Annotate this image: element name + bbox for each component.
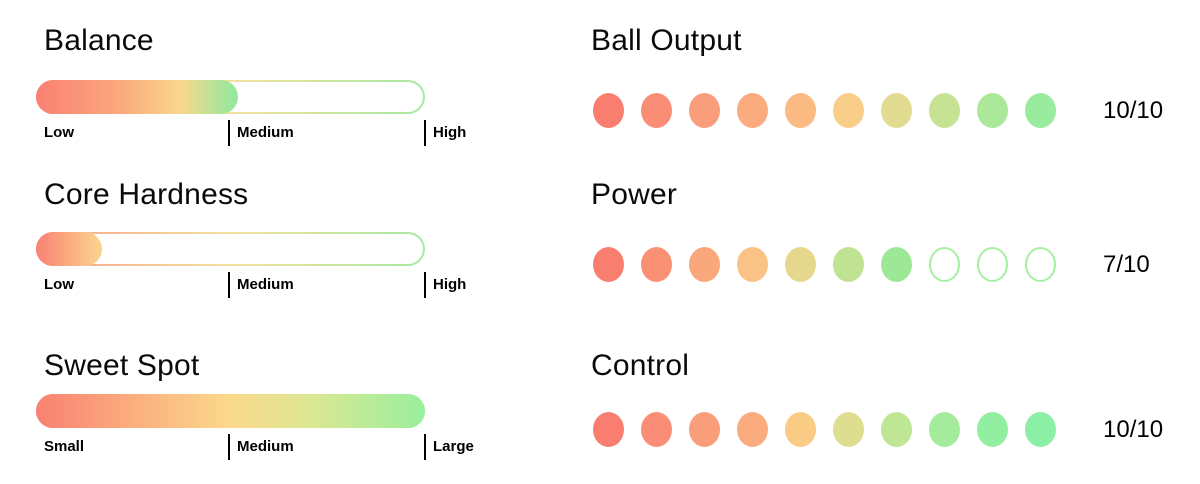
rating-dot-filled	[833, 412, 864, 447]
core-hardness-title: Core Hardness	[44, 178, 249, 211]
rating-dot-filled	[593, 247, 624, 282]
scale-label-large: Large	[433, 438, 474, 455]
rating-dot-filled	[881, 93, 912, 128]
power-dots-row: 7/10	[588, 247, 1200, 282]
rating-dot-filled	[785, 93, 816, 128]
core-hardness-scale: Low Medium High	[36, 271, 506, 299]
sweet-spot-scale: Small Medium Large	[36, 433, 506, 461]
rating-dot-filled	[593, 412, 624, 447]
scale-tick-medium	[228, 120, 230, 146]
rating-dot-empty	[977, 247, 1008, 282]
balance-rating-section: Balance Low Medium High	[36, 23, 526, 147]
balance-title: Balance	[44, 24, 154, 57]
scale-label-low: Low	[44, 276, 74, 293]
scale-label-medium: Medium	[237, 276, 294, 293]
scale-label-low: Low	[44, 124, 74, 141]
scale-label-medium: Medium	[237, 124, 294, 141]
rating-dot-filled	[641, 247, 672, 282]
rating-dot-filled	[689, 247, 720, 282]
ball-output-rating-section: Ball Output 10/10	[588, 23, 1200, 128]
rating-dot-filled	[785, 412, 816, 447]
rating-dot-filled	[977, 412, 1008, 447]
core-hardness-bar-fill	[36, 232, 103, 266]
ball-output-dots	[593, 93, 1056, 128]
control-rating-section: Control 10/10	[588, 348, 1200, 447]
rating-dot-filled	[785, 247, 816, 282]
balance-bar-fill	[36, 80, 239, 114]
rating-dot-filled	[1025, 93, 1056, 128]
rating-dot-filled	[881, 412, 912, 447]
rating-dot-filled	[593, 93, 624, 128]
scale-tick-medium	[228, 272, 230, 298]
rating-dot-filled	[737, 93, 768, 128]
rating-dot-filled	[641, 412, 672, 447]
rating-dot-filled	[929, 93, 960, 128]
sweet-spot-bar-fill	[36, 394, 425, 428]
scale-tick-high	[424, 120, 426, 146]
sweet-spot-rating-section: Sweet Spot Small Medium Large	[36, 348, 526, 461]
core-hardness-bar-track	[36, 232, 425, 266]
rating-dot-empty	[929, 247, 960, 282]
control-dots	[593, 412, 1056, 447]
control-title: Control	[591, 349, 690, 382]
power-title: Power	[591, 178, 678, 211]
control-score: 10/10	[1103, 416, 1164, 443]
rating-dot-filled	[977, 93, 1008, 128]
rating-dot-filled	[929, 412, 960, 447]
core-hardness-rating-section: Core Hardness Low Medium High	[36, 177, 526, 299]
sweet-spot-bar-track	[36, 394, 425, 428]
scale-label-high: High	[433, 276, 467, 293]
rating-dot-filled	[1025, 412, 1056, 447]
ball-output-title: Ball Output	[591, 24, 742, 57]
rating-dot-empty	[1025, 247, 1056, 282]
rating-dot-filled	[689, 93, 720, 128]
scale-tick-medium	[228, 434, 230, 460]
power-score: 7/10	[1103, 251, 1150, 278]
rating-dot-filled	[881, 247, 912, 282]
balance-scale: Low Medium High	[36, 119, 506, 147]
scale-tick-high	[424, 272, 426, 298]
control-dots-row: 10/10	[588, 412, 1200, 447]
scale-label-small: Small	[44, 438, 85, 455]
rating-dot-filled	[737, 412, 768, 447]
rating-dot-filled	[641, 93, 672, 128]
scale-tick-large	[424, 434, 426, 460]
rating-dot-filled	[833, 247, 864, 282]
rating-dot-filled	[737, 247, 768, 282]
rating-dot-filled	[689, 412, 720, 447]
sweet-spot-title: Sweet Spot	[44, 349, 200, 382]
ball-output-dots-row: 10/10	[588, 93, 1200, 128]
rating-dot-filled	[833, 93, 864, 128]
scale-label-high: High	[433, 124, 467, 141]
power-rating-section: Power 7/10	[588, 177, 1200, 282]
power-dots	[593, 247, 1056, 282]
scale-label-medium: Medium	[237, 438, 294, 455]
ball-output-score: 10/10	[1103, 97, 1164, 124]
balance-bar-track	[36, 80, 425, 114]
